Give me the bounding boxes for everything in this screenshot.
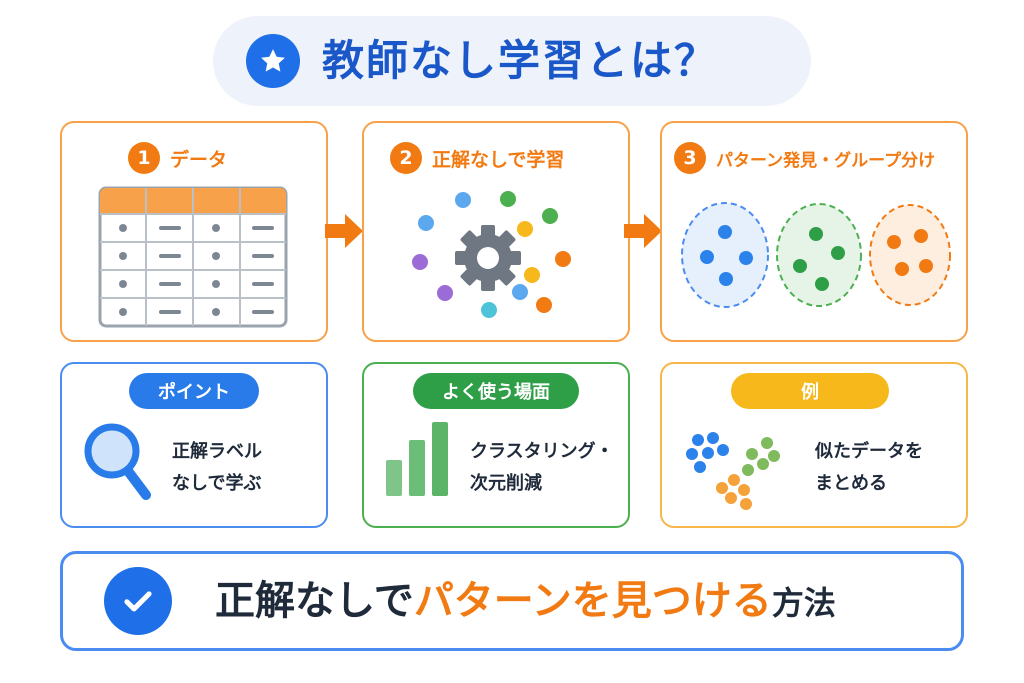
magnifier-icon <box>84 423 151 500</box>
step-header-2: 2 正解なしで学習 <box>390 142 564 174</box>
summary-text: 正解なしでパターンを見つける方法 <box>215 568 836 634</box>
example-badge: 例 <box>731 373 889 409</box>
usage-badge: よく使う場面 <box>413 373 579 409</box>
example-text: 似たデータを まとめる <box>815 436 923 500</box>
gear-with-dots-icon <box>412 191 571 318</box>
step-number: 1 <box>128 142 160 174</box>
step-header-1: 1 データ <box>128 142 227 174</box>
title-banner <box>213 16 811 106</box>
clusters-icon <box>681 202 951 308</box>
arrow-right-icon <box>325 214 363 248</box>
step-number: 3 <box>674 142 706 174</box>
point-line-1: 正解ラベル <box>172 441 262 462</box>
example-line-2: まとめる <box>815 473 887 494</box>
summary-part-1: 正解なしで <box>215 578 414 624</box>
point-line-2: なしで学ぶ <box>172 473 262 494</box>
scatter-dots-icon <box>686 432 780 510</box>
step-label: 正解なしで学習 <box>432 148 565 171</box>
usage-line-1: クラスタリング・ <box>470 441 614 462</box>
usage-text: クラスタリング・ 次元削減 <box>470 436 614 500</box>
point-text: 正解ラベル なしで学ぶ <box>172 436 262 500</box>
star-icon <box>246 34 300 88</box>
step-header-3: 3 パターン発見・グループ分け <box>674 142 935 174</box>
summary-box <box>60 551 964 651</box>
point-badge: ポイント <box>129 373 259 409</box>
summary-part-3: 方法 <box>771 584 836 622</box>
example-line-1: 似たデータを <box>815 441 923 462</box>
check-icon <box>104 567 172 635</box>
step-number: 2 <box>390 142 422 174</box>
summary-highlight: パターンを見つける <box>413 578 772 624</box>
bar-chart-icon <box>386 422 448 496</box>
step-label: パターン発見・グループ分け <box>716 150 936 171</box>
usage-line-2: 次元削減 <box>470 473 542 494</box>
step-label: データ <box>170 148 228 171</box>
arrow-right-icon <box>624 214 662 248</box>
page-title: 教師なし学習とは？ <box>322 36 719 85</box>
data-table-icon <box>98 186 288 328</box>
